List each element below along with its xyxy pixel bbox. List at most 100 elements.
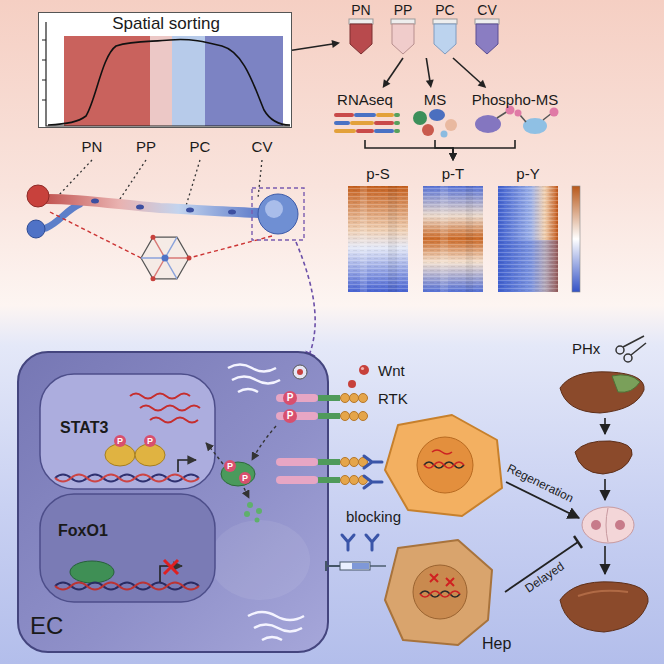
endothelial-cell: [239, 472, 251, 484]
band-label: PN: [82, 138, 103, 155]
sinusoid-vessel: [27, 220, 45, 238]
node-text: CV: [477, 2, 496, 18]
hepatocyte: [417, 437, 473, 493]
sample-tubes: [391, 19, 415, 24]
hepatocyte: Hep: [385, 538, 525, 656]
receptor-rtk: [318, 459, 340, 465]
endothelial-cell: ECSTAT3FoxO1: [18, 352, 328, 652]
endothelial-cell: [70, 561, 114, 583]
endothelial-cell: [210, 520, 310, 600]
rnaseq-icon: [376, 121, 392, 125]
heatmap-panel: p-Sp-Tp-Y: [340, 161, 588, 296]
leader-lines: [118, 160, 146, 202]
endothelial-cell: [18, 352, 368, 652]
heatmaps: [498, 186, 558, 292]
sinusoid-vessel: [258, 194, 298, 234]
sinusoid-vessel: [50, 212, 141, 258]
arrow-head: [426, 79, 434, 88]
connector-line: [435, 140, 453, 155]
liver-regeneration: [624, 354, 632, 362]
node-text: EC: [30, 612, 63, 640]
syringe: [340, 562, 370, 570]
sinusoid-vessel: [141, 237, 177, 279]
liver-regeneration: [578, 591, 628, 596]
histogram-chart: [38, 12, 292, 128]
receptor-rtk: [359, 412, 368, 421]
liver-regeneration: [606, 508, 608, 542]
endothelial-cell: [254, 625, 302, 632]
histogram-chart: [42, 40, 46, 100]
syringe: [370, 565, 386, 566]
method-box: MS: [410, 88, 460, 140]
endothelial-cell: [55, 475, 199, 482]
histogram-panel: Spatial sorting: [38, 12, 292, 128]
ligand-label: Wnt: [378, 362, 405, 379]
sinusoid-vessel: [141, 237, 189, 279]
liver-regeneration: [560, 372, 644, 413]
syringe: [326, 561, 340, 571]
sinusoid-vessel: [252, 188, 304, 240]
sinusoid-vessel: [91, 199, 99, 204]
receptor-rtk: [318, 477, 340, 483]
histogram-chart: [205, 36, 283, 126]
phospho-ms-icon: [475, 106, 559, 135]
node-text: Spatial sorting: [112, 14, 220, 34]
endothelial-cell: [256, 508, 262, 514]
endothelial-cell: [224, 460, 236, 472]
liver-regeneration: [615, 520, 625, 530]
hepatocyte: [430, 574, 438, 582]
rnaseq-icon: [336, 115, 398, 131]
band-label: PC: [190, 138, 211, 155]
phospho-mark: P: [287, 410, 294, 422]
phospho-mark: P: [287, 392, 294, 404]
hepatocyte: [432, 450, 452, 454]
node-text: p-T: [442, 165, 465, 182]
sinusoid-vessel: [296, 242, 315, 362]
node-text: STAT3: [60, 419, 108, 437]
receptor-rtk: [359, 394, 368, 403]
node-text: p-Y: [516, 165, 539, 182]
receptor-rtk: [341, 412, 350, 421]
liver-regeneration: [560, 336, 648, 632]
liver-regeneration: [616, 346, 624, 354]
node-text: Phospho-MS: [472, 91, 559, 108]
endothelial-cell: [283, 391, 297, 405]
receptor-rtk: [341, 394, 350, 403]
wnt-ligand: [361, 367, 364, 370]
endothelial-cell: [164, 560, 178, 574]
antibody: [364, 456, 382, 468]
band-label: PP: [136, 138, 156, 155]
endothelial-cell: [262, 637, 282, 640]
procedure-label: PHx: [572, 340, 600, 357]
endothelial-cell: [206, 443, 223, 464]
receptor-label: RTK: [378, 390, 408, 407]
connector-line: [365, 140, 453, 155]
rnaseq-icon: [336, 113, 352, 117]
sinusoid-vessel: [136, 205, 144, 210]
method-box: Phospho-MS: [465, 88, 565, 140]
receptor-rtk: [341, 476, 350, 485]
endothelial-cell: [40, 374, 215, 489]
hepatocyte: [424, 462, 464, 468]
connector: [453, 58, 486, 88]
endothelial-cell: [130, 394, 190, 399]
connector: [365, 140, 457, 161]
antibody: [364, 476, 382, 488]
connector: [426, 58, 434, 88]
sinusoid-vessel: [151, 235, 156, 240]
liver-regeneration: [582, 507, 634, 543]
phospho-ms-icon: [550, 108, 559, 117]
phospho-ms-icon: [520, 115, 526, 122]
node-text: PN: [351, 2, 370, 18]
sinusoid-vessel: [228, 210, 236, 215]
connector: [292, 40, 340, 50]
connector-line: [426, 58, 430, 82]
receptor-rtk: [350, 476, 359, 485]
endothelial-cell: [40, 494, 215, 602]
endothelial-cell: [252, 426, 276, 460]
sinusoid-vessel: [265, 200, 283, 218]
rnaseq-icon: [336, 121, 348, 125]
arrow-head: [478, 80, 487, 88]
hepatocyte: [446, 578, 454, 586]
